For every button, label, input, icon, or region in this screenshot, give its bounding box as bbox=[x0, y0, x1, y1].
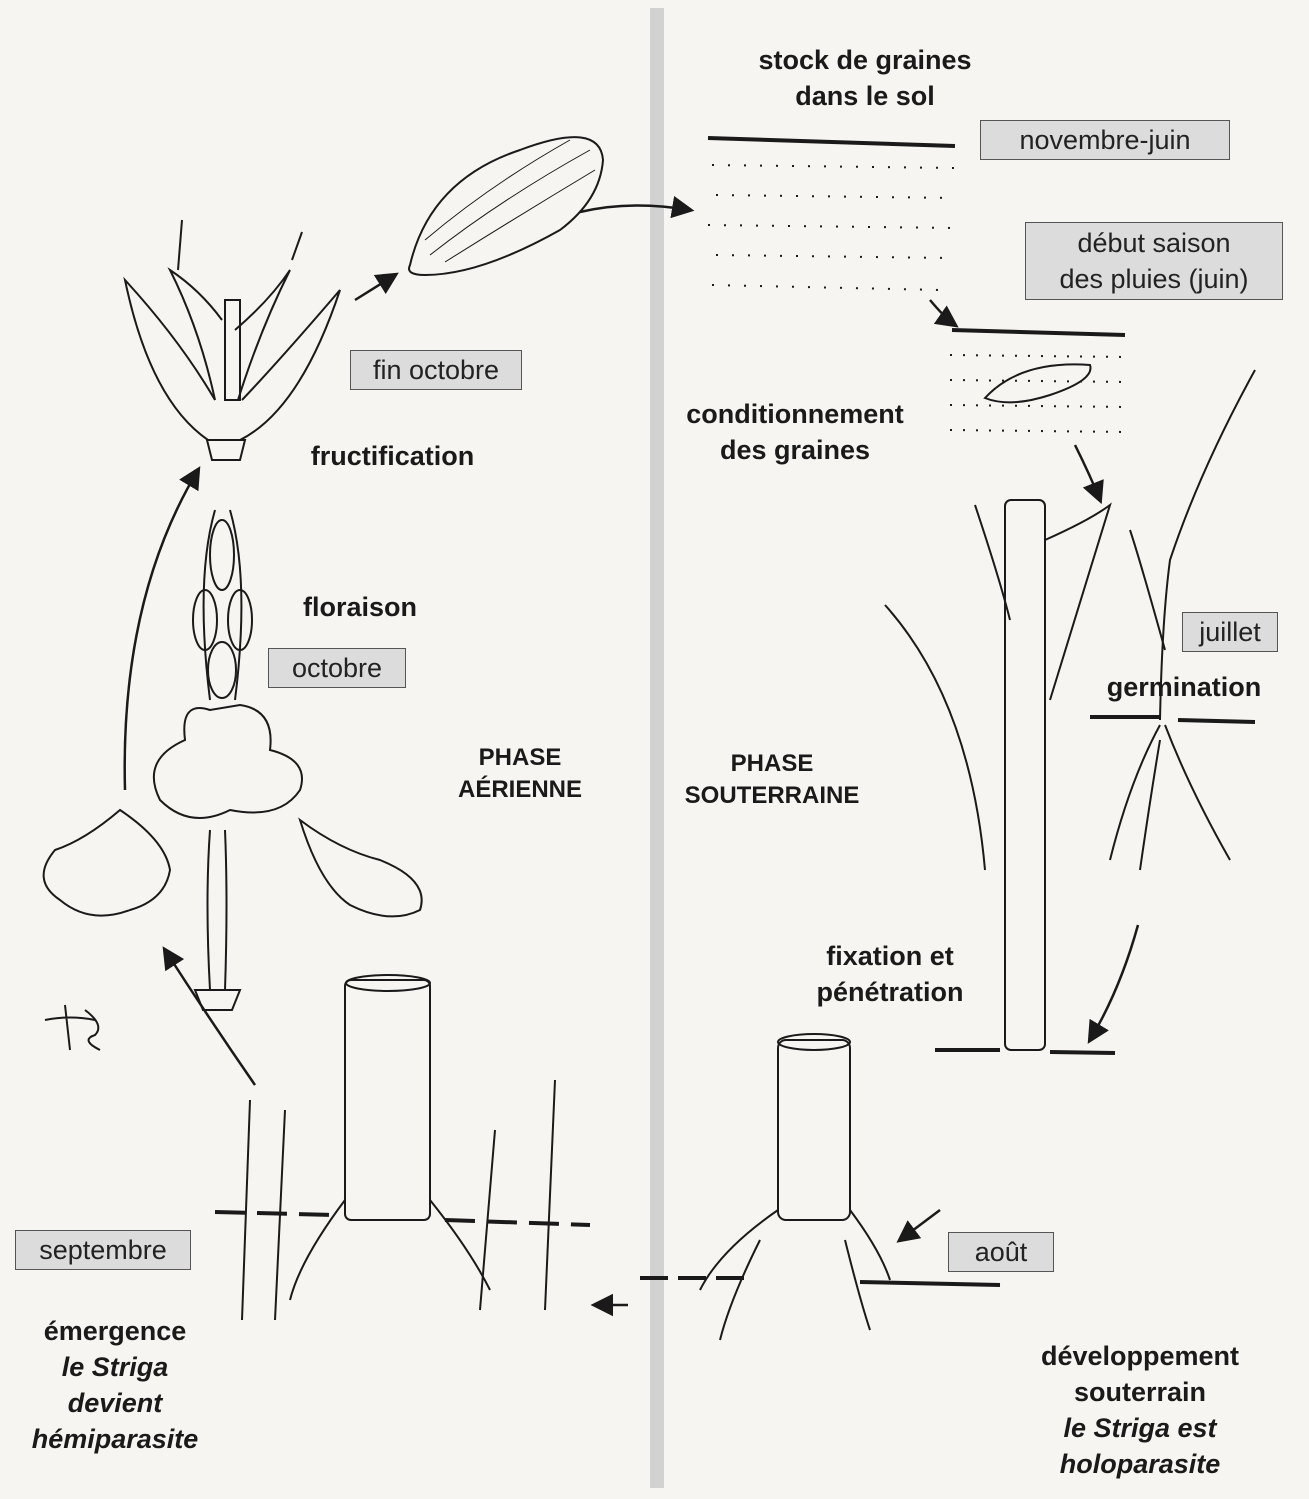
artist-signature bbox=[45, 1005, 100, 1050]
stage-attachment: fixation et pénétration bbox=[790, 938, 990, 1010]
stage-emergence-line-4: hémiparasite bbox=[15, 1421, 215, 1457]
stage-attachment-line-2: pénétration bbox=[790, 974, 990, 1010]
stage-emergence-line-2: le Striga bbox=[15, 1349, 215, 1385]
period-october: octobre bbox=[268, 648, 406, 688]
emergence-shoots bbox=[215, 975, 590, 1320]
phase-aerial-label: PHASE AÉRIENNE bbox=[440, 742, 600, 806]
stage-fruiting: fructification bbox=[290, 438, 495, 474]
fruit-capsule-illustration bbox=[125, 220, 340, 460]
phase-aerial-line-2: AÉRIENNE bbox=[440, 774, 600, 806]
stage-emergence-line-3: devient bbox=[15, 1385, 215, 1421]
flowering-plant-illustration bbox=[44, 510, 422, 1010]
stage-underground-dev-line-3: le Striga est bbox=[1010, 1410, 1270, 1446]
seed-stock-soil bbox=[708, 138, 955, 290]
phase-underground-line-2: SOUTERRAINE bbox=[662, 780, 882, 812]
arrow-seed-to-soil bbox=[580, 205, 690, 212]
period-rain-start: début saison des pluies (juin) bbox=[1025, 222, 1283, 300]
arrow-fruit-to-seed bbox=[355, 275, 395, 300]
period-end-october: fin octobre bbox=[350, 350, 522, 390]
soil-august bbox=[640, 1278, 1000, 1285]
arrow-conditioning-to-germination bbox=[1075, 445, 1100, 500]
period-august: août bbox=[948, 1232, 1054, 1272]
period-nov-jun: novembre-juin bbox=[980, 120, 1230, 160]
stage-underground-dev-line-4: holoparasite bbox=[1010, 1446, 1270, 1482]
arrow-flowering-to-fruiting bbox=[125, 470, 198, 790]
period-rain-start-line-1: début saison bbox=[1036, 225, 1272, 261]
stage-seed-stock: stock de graines dans le sol bbox=[730, 42, 1000, 114]
arrow-attachment-to-development bbox=[900, 1210, 940, 1240]
stage-seed-stock-line-1: stock de graines bbox=[730, 42, 1000, 78]
host-plant-stem bbox=[700, 1034, 890, 1340]
stage-underground-development: développement souterrain le Striga est h… bbox=[1010, 1338, 1270, 1482]
stage-conditioning-line-2: des graines bbox=[655, 432, 935, 468]
cycle-arrows bbox=[125, 205, 1138, 1305]
stage-seed-stock-line-2: dans le sol bbox=[730, 78, 1000, 114]
period-september: septembre bbox=[15, 1230, 191, 1270]
stage-conditioning-line-1: conditionnement bbox=[655, 396, 935, 432]
stage-germination: germination bbox=[1085, 669, 1283, 705]
phase-underground-line-1: PHASE bbox=[662, 748, 882, 780]
stage-emergence: émergence le Striga devient hémiparasite bbox=[15, 1313, 215, 1457]
period-rain-start-line-2: des pluies (juin) bbox=[1036, 261, 1272, 297]
stage-flowering: floraison bbox=[285, 589, 435, 625]
stage-underground-dev-line-1: développement bbox=[1010, 1338, 1270, 1374]
stage-underground-dev-line-2: souterrain bbox=[1010, 1374, 1270, 1410]
phase-underground-label: PHASE SOUTERRAINE bbox=[662, 748, 882, 812]
stage-conditioning: conditionnement des graines bbox=[655, 396, 935, 468]
stage-attachment-line-1: fixation et bbox=[790, 938, 990, 974]
arrow-soil-to-conditioning bbox=[930, 300, 955, 325]
period-july: juillet bbox=[1182, 612, 1278, 652]
arrow-germination-to-attachment bbox=[1090, 925, 1138, 1040]
stage-emergence-line-1: émergence bbox=[15, 1313, 215, 1349]
phase-aerial-line-1: PHASE bbox=[440, 742, 600, 774]
seed-illustration bbox=[409, 137, 603, 275]
conditioning-soil bbox=[950, 330, 1125, 432]
